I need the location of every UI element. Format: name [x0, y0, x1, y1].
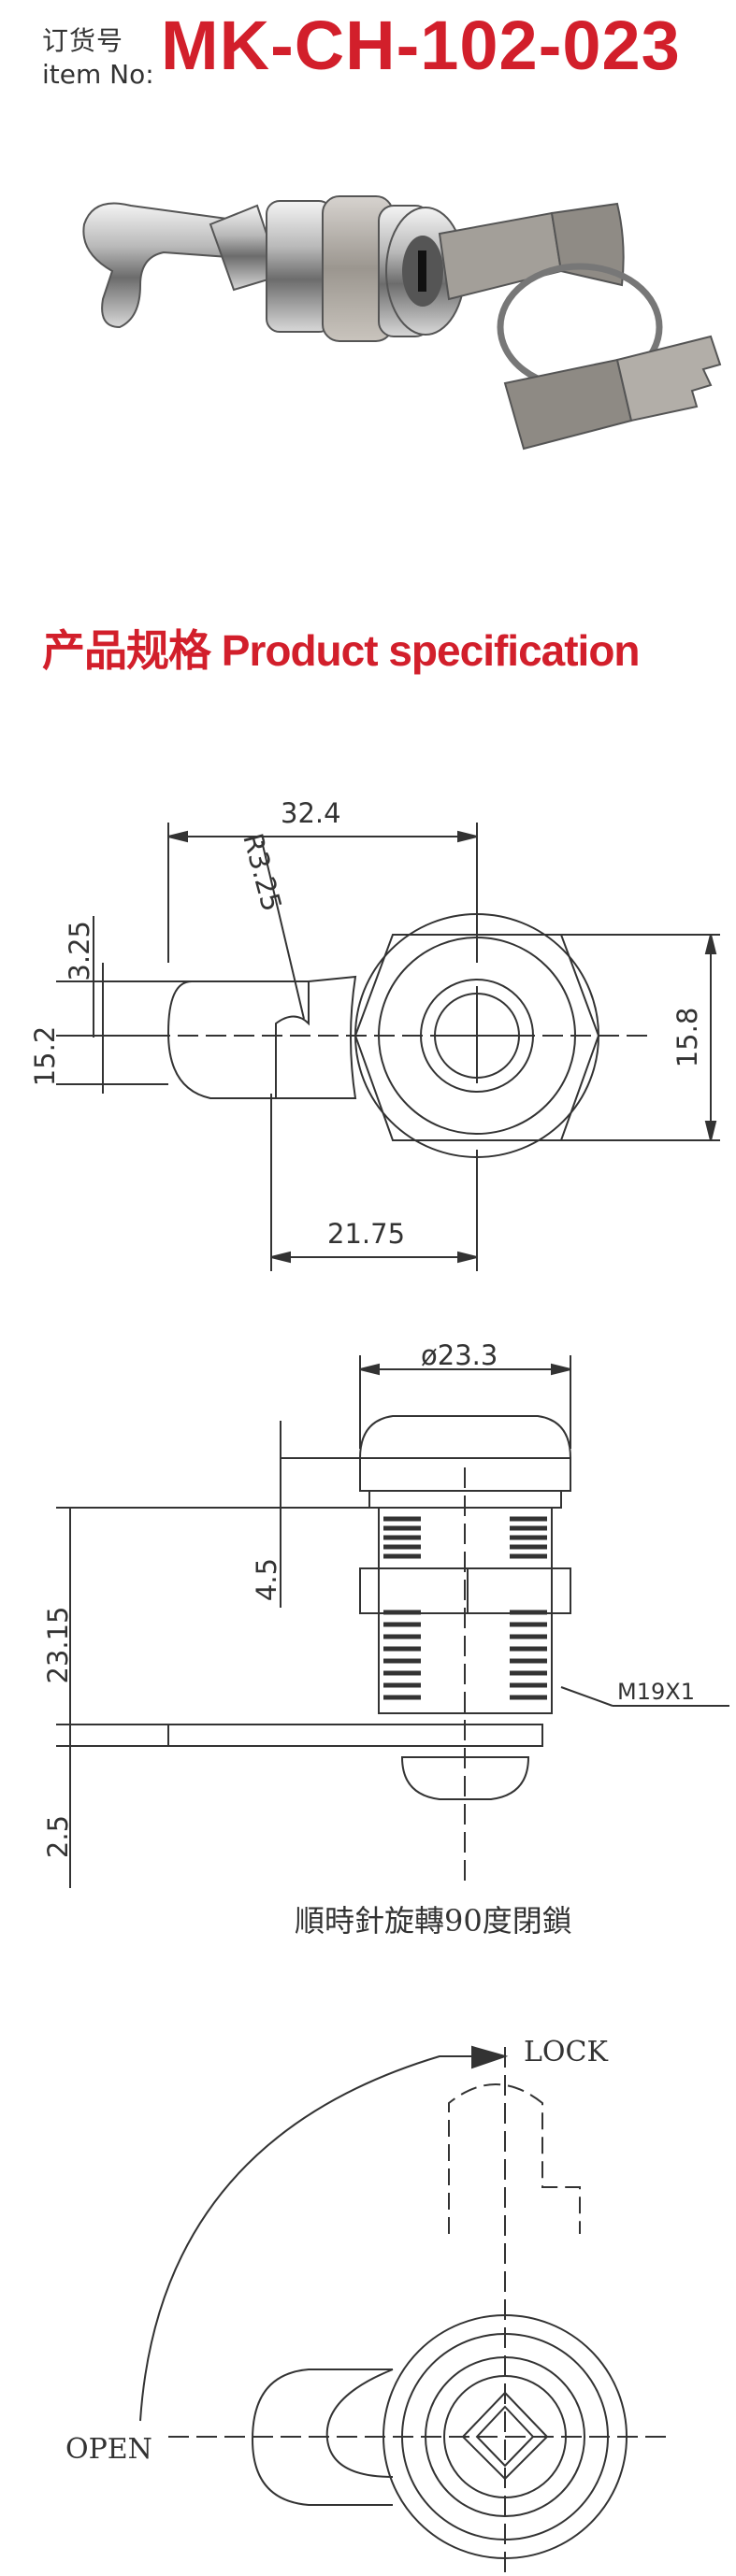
thread-spec: M19X1 — [617, 1679, 695, 1705]
open-label: OPEN — [65, 2433, 152, 2466]
dim-center-distance: 21.75 — [327, 1218, 405, 1250]
dim-hook-radius: R3.25 — [237, 830, 288, 915]
part-number: MK-CH-102-023 — [161, 7, 681, 84]
lock-label: LOCK — [524, 2036, 608, 2068]
dim-cam-width: 15.2 — [29, 1026, 61, 1087]
product-photo — [82, 195, 722, 451]
rotation-note: 順時針旋轉90度閉鎖 — [295, 1903, 572, 1939]
order-number-label-cn: 订货号 — [42, 25, 124, 56]
dim-body-length: 23.15 — [42, 1606, 74, 1683]
rotation-drawing: LOCK OPEN — [65, 2036, 673, 2576]
order-number-label-en: item No: — [42, 59, 154, 90]
section-title: 产品规格 Product specification — [42, 626, 641, 675]
dim-head-height: 4.5 — [251, 1558, 282, 1601]
dim-head-diameter: ø23.3 — [421, 1339, 498, 1371]
dim-overall-width: 32.4 — [281, 797, 341, 829]
dim-cam-thickness: 2.5 — [42, 1815, 74, 1858]
front-view-drawing: 32.4 R3.25 3.25 15.2 15.8 21.75 — [29, 797, 720, 1271]
side-view-drawing: ø23.3 4.5 23.15 M19X1 2.5 — [42, 1339, 729, 1888]
dim-flat-width: 15.8 — [671, 1008, 703, 1068]
dim-cam-offset: 3.25 — [64, 921, 95, 981]
